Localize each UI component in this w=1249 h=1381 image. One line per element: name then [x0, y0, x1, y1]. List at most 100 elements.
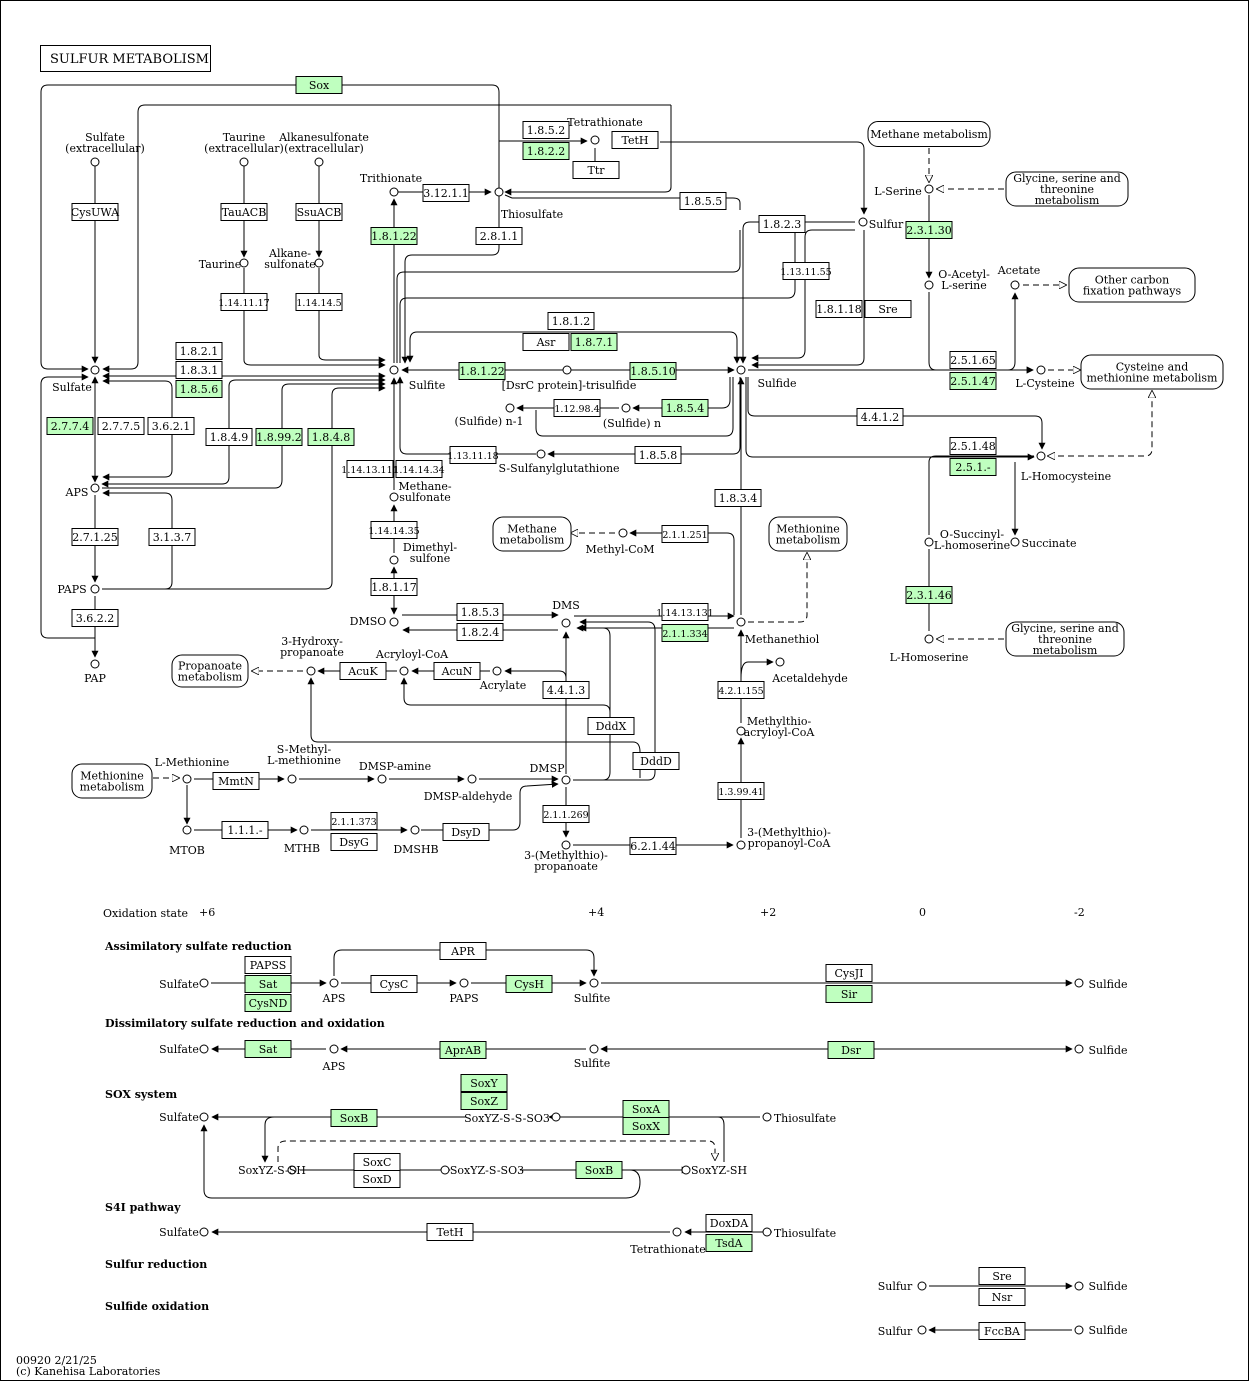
enzyme-fccba[interactable]: FccBA [978, 1322, 1026, 1340]
enzyme-box[interactable] [442, 823, 490, 841]
compound-node[interactable] [561, 840, 571, 850]
compound-node[interactable] [90, 584, 100, 594]
enzyme-2-7-7-4[interactable]: 2.7.7.4 [46, 417, 94, 435]
enzyme-box[interactable] [220, 203, 268, 221]
enzyme-2-7-1-25[interactable]: 2.7.1.25 [71, 528, 119, 546]
enzyme-box[interactable] [71, 528, 119, 546]
enzyme-1-14-13-111[interactable]: 1.14.13.111 [341, 460, 399, 478]
compound-node[interactable] [199, 978, 209, 988]
enzyme-box[interactable] [370, 975, 418, 993]
pathway-link-methane-metabolism[interactable]: Methane metabolism [867, 121, 991, 147]
enzyme-box[interactable] [661, 525, 709, 543]
enzyme-box[interactable] [611, 131, 659, 149]
enzyme-acuk[interactable]: AcuK [339, 662, 387, 680]
enzyme-box[interactable] [460, 1092, 508, 1110]
compound-node[interactable] [917, 1325, 927, 1335]
enzyme-box[interactable] [949, 372, 997, 390]
compound-node[interactable] [1074, 1281, 1084, 1291]
enzyme-box[interactable] [622, 1117, 670, 1135]
enzyme-box[interactable] [827, 1041, 875, 1059]
compound-node[interactable] [736, 617, 746, 627]
enzyme-box[interactable] [147, 417, 195, 435]
enzyme-box[interactable] [905, 586, 953, 604]
enzyme-soxc[interactable]: SoxC [353, 1153, 401, 1171]
enzyme-box[interactable] [255, 428, 303, 446]
compound-node[interactable] [389, 365, 399, 375]
compound-node[interactable] [399, 666, 409, 676]
compound-node[interactable] [90, 365, 100, 375]
compound-node[interactable] [182, 774, 192, 784]
enzyme-sat[interactable]: Sat [244, 1040, 292, 1058]
enzyme-tauacb[interactable]: TauACB [220, 203, 268, 221]
enzyme-1-8-4-8[interactable]: 1.8.4.8 [307, 428, 355, 446]
enzyme-box[interactable] [295, 293, 343, 311]
compound-node[interactable] [90, 483, 100, 493]
compound-node[interactable] [762, 1227, 772, 1237]
enzyme-box[interactable] [825, 964, 873, 982]
enzyme-box[interactable] [71, 609, 119, 627]
enzyme-cysuwa[interactable]: CysUWA [71, 203, 120, 221]
enzyme-box[interactable] [632, 752, 680, 770]
enzyme-asr[interactable]: Asr [522, 333, 570, 351]
enzyme-box[interactable] [353, 1170, 401, 1188]
compound-node[interactable] [1010, 280, 1020, 290]
enzyme-box[interactable] [212, 772, 260, 790]
enzyme-1-8-2-4[interactable]: 1.8.2.4 [456, 623, 504, 641]
enzyme-1-8-1-22[interactable]: 1.8.1.22 [458, 362, 506, 380]
enzyme-2-5-1-65[interactable]: 2.5.1.65 [949, 351, 997, 369]
enzyme-1-13-11-18[interactable]: 1.13.11.18 [447, 446, 499, 464]
compound-node[interactable] [182, 825, 192, 835]
enzyme-soxd[interactable]: SoxD [353, 1170, 401, 1188]
enzyme-box[interactable] [346, 460, 394, 478]
enzyme-1-8-1-17[interactable]: 1.8.1.17 [370, 578, 418, 596]
enzyme-1-8-4-9[interactable]: 1.8.4.9 [205, 428, 253, 446]
enzyme-box[interactable] [856, 408, 904, 426]
enzyme-doxda[interactable]: DoxDA [705, 1214, 753, 1232]
compound-node[interactable] [440, 1165, 450, 1175]
enzyme-box[interactable] [815, 300, 863, 318]
enzyme-box[interactable] [175, 342, 223, 360]
enzyme-3-6-2-1[interactable]: 3.6.2.1 [147, 417, 195, 435]
enzyme-sre[interactable]: Sre [978, 1267, 1026, 1285]
enzyme-mmtn[interactable]: MmtN [212, 772, 260, 790]
enzyme-box[interactable] [330, 812, 378, 830]
enzyme-box[interactable] [661, 624, 709, 642]
compound-node[interactable] [314, 157, 324, 167]
enzyme-2-8-1-1[interactable]: 2.8.1.1 [475, 227, 523, 245]
enzyme-box[interactable] [175, 380, 223, 398]
compound-node[interactable] [239, 258, 249, 268]
enzyme-dsr[interactable]: Dsr [827, 1041, 875, 1059]
enzyme-box[interactable] [370, 578, 418, 596]
enzyme-1-14-14-35[interactable]: 1.14.14.35 [368, 521, 420, 539]
enzyme-box[interactable] [46, 417, 94, 435]
compound-node[interactable] [505, 403, 515, 413]
enzyme-box[interactable] [705, 1214, 753, 1232]
compound-node[interactable] [924, 537, 934, 547]
enzyme-box[interactable] [949, 351, 997, 369]
compound-node[interactable] [1074, 978, 1084, 988]
enzyme-box[interactable] [782, 262, 830, 280]
enzyme-1-14-13-131[interactable]: 1.14.13.131 [656, 603, 714, 621]
enzyme-cysji[interactable]: CysJI [825, 964, 873, 982]
compound-node[interactable] [1074, 1325, 1084, 1335]
compound-node[interactable] [199, 1227, 209, 1237]
enzyme-2-1-1-251[interactable]: 2.1.1.251 [661, 525, 709, 543]
enzyme-1-12-98-4[interactable]: 1.12.98.4 [553, 399, 601, 417]
enzyme-1-8-2-2[interactable]: 1.8.2.2 [522, 142, 570, 160]
compound-node[interactable] [389, 187, 399, 197]
compound-node[interactable] [389, 555, 399, 565]
enzyme-box[interactable] [905, 221, 953, 239]
enzyme-1-8-3-1[interactable]: 1.8.3.1 [175, 361, 223, 379]
enzyme-1-13-11-55[interactable]: 1.13.11.55 [780, 262, 832, 280]
enzyme-teth[interactable]: TetH [611, 131, 659, 149]
enzyme-2-1-1-373[interactable]: 2.1.1.373 [330, 812, 378, 830]
enzyme-2-1-1-334[interactable]: 2.1.1.334 [661, 624, 709, 642]
enzyme-box[interactable] [220, 293, 268, 311]
enzyme-1-14-14-5[interactable]: 1.14.14.5 [295, 293, 343, 311]
compound-node[interactable] [562, 365, 572, 375]
enzyme-1-8-2-1[interactable]: 1.8.2.1 [175, 342, 223, 360]
enzyme-2-7-7-5[interactable]: 2.7.7.5 [97, 417, 145, 435]
